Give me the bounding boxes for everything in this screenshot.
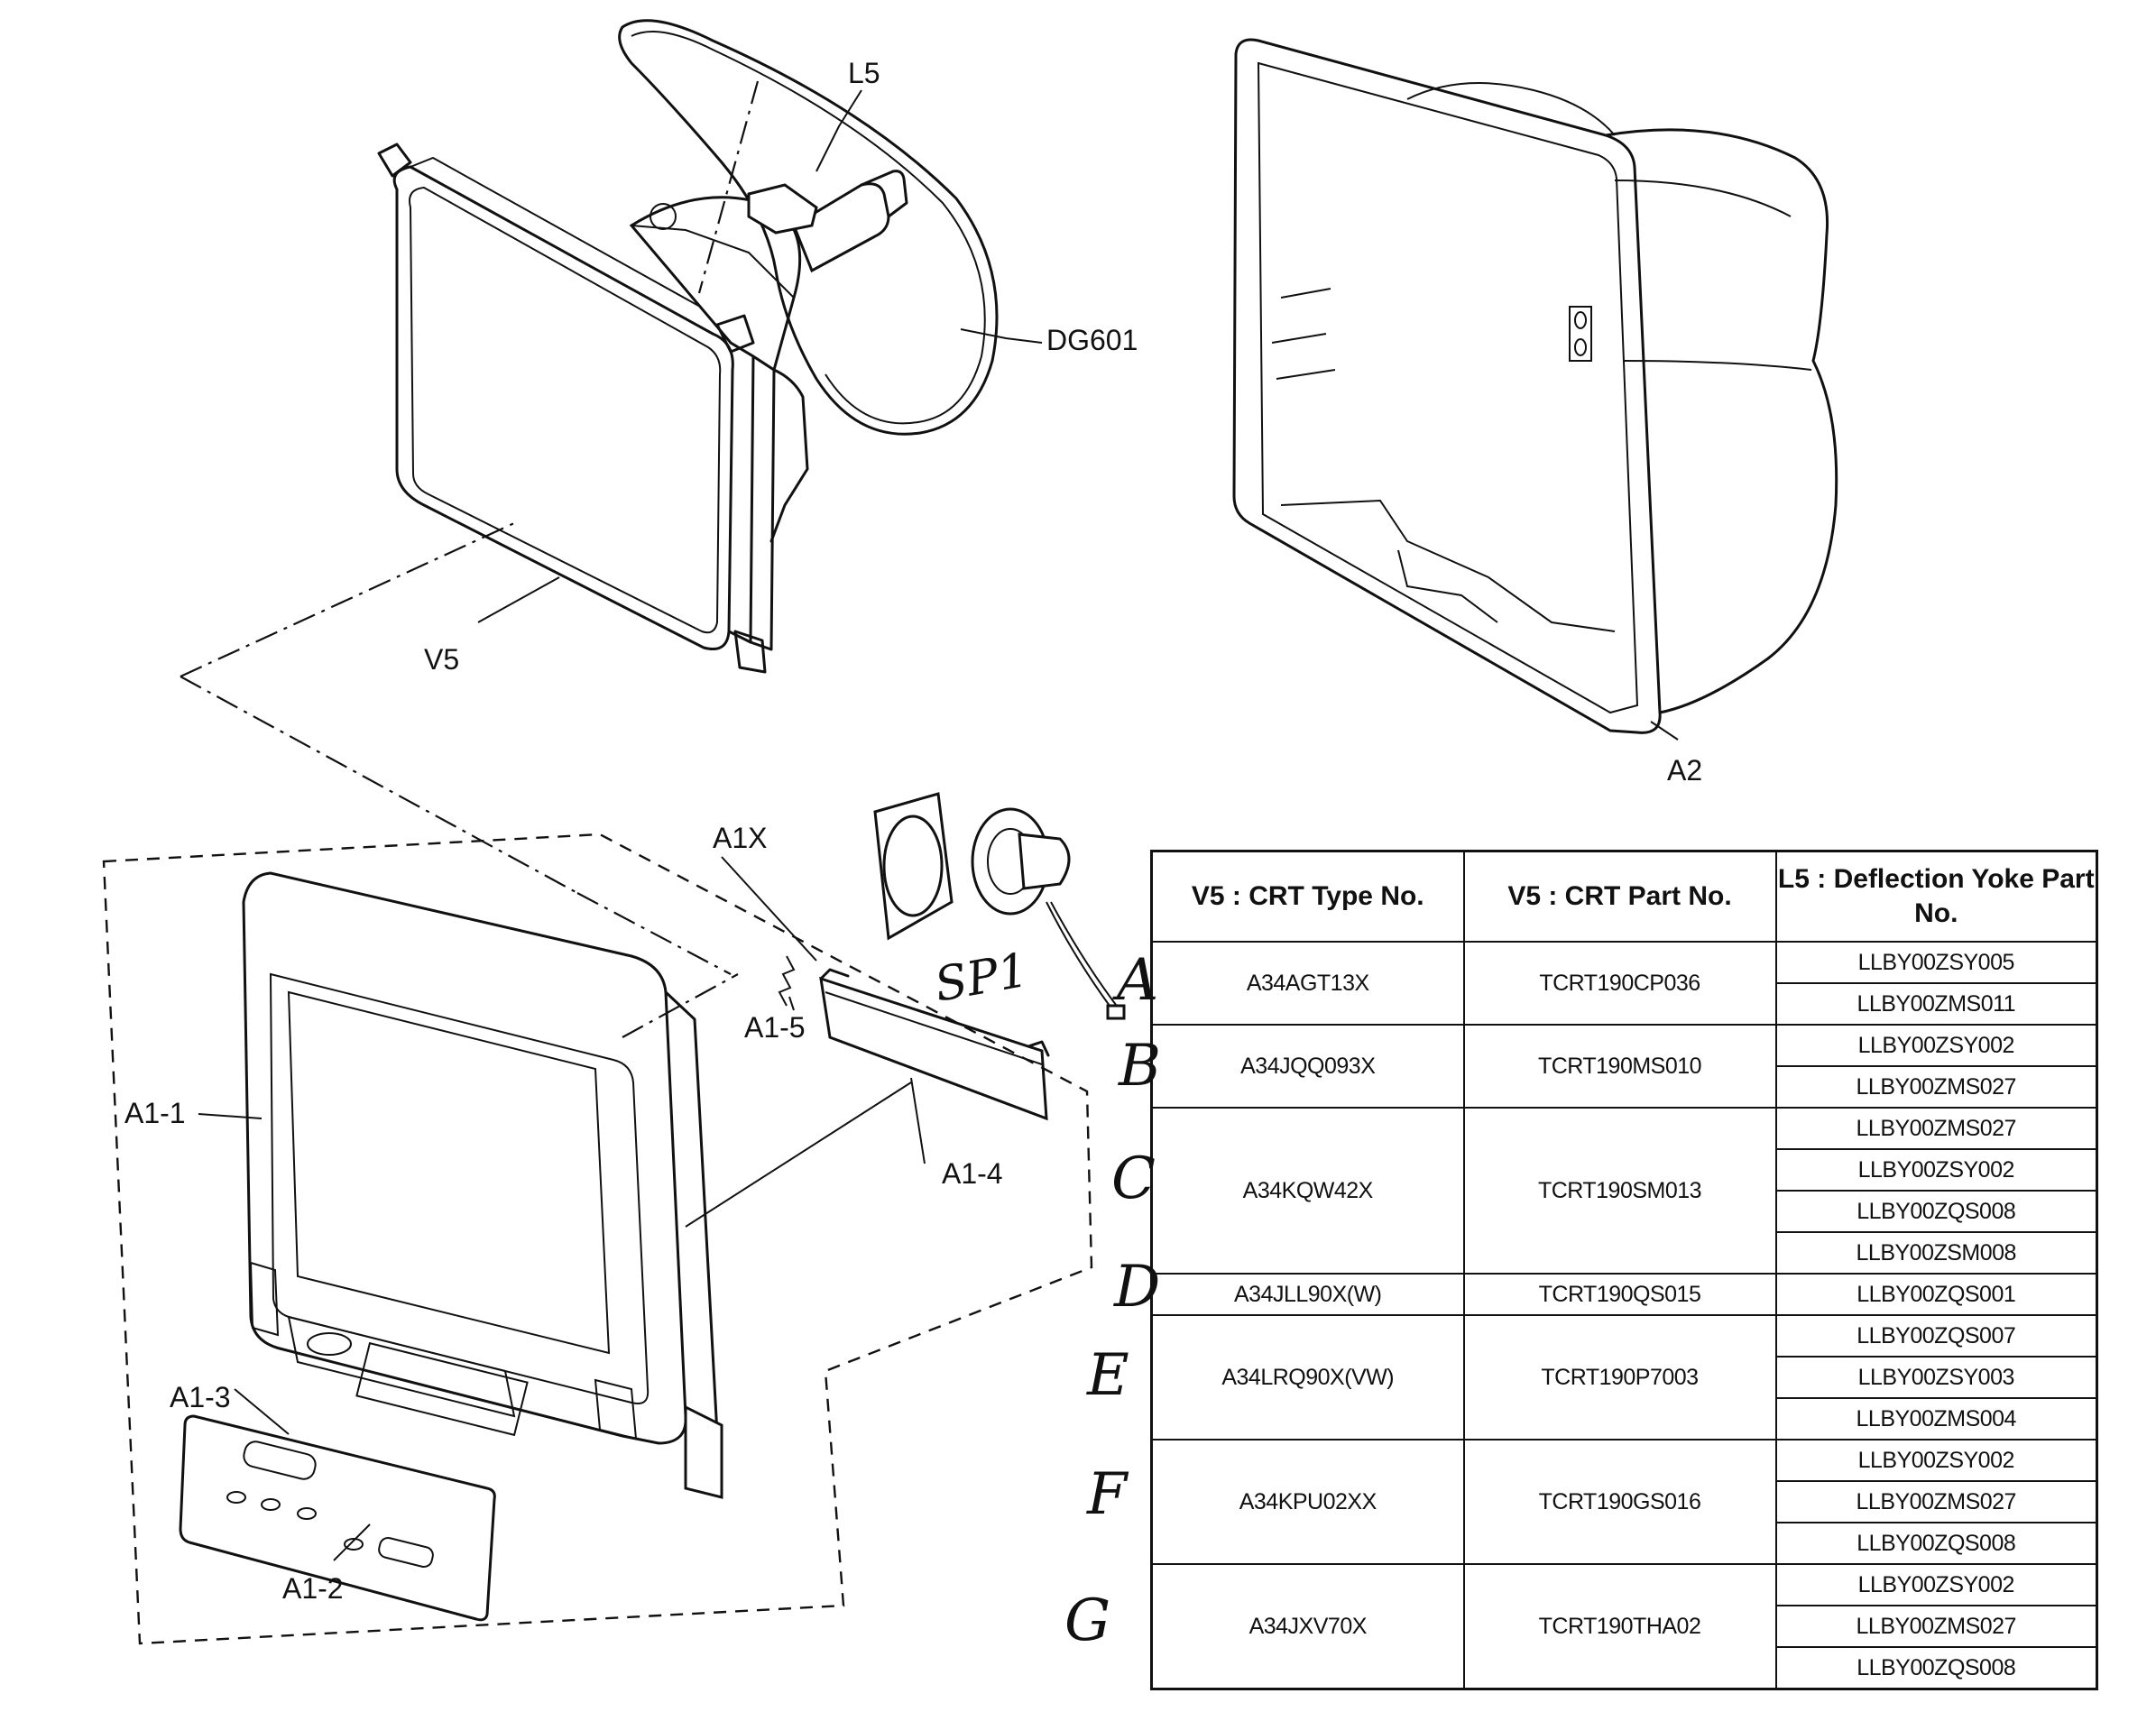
callout-l5: L5 [848,57,880,89]
crt-alignment-line-3 [697,80,760,294]
callout-a1-4: A1-4 [942,1157,1003,1190]
yoke-part-cell: LLBY00ZQS008 [1774,1190,2098,1233]
crt-type-cell: A34KPU02XX [1150,1439,1465,1565]
yoke-part-cell: LLBY00ZMS027 [1774,1605,2098,1648]
degauss-coil-drawing [618,19,999,436]
yoke-part-cell: LLBY00ZSY005 [1774,941,2098,984]
table-row: LLBY00ZSY002 [1152,1148,2098,1192]
crt-parts-table: V5 : CRT Type No. V5 : CRT Part No. L5 :… [1150,850,2098,1690]
crt-alignment-line [180,676,578,894]
yoke-part-cell: LLBY00ZSY002 [1774,1563,2098,1606]
bracket-drawing [778,955,1050,1121]
table-row: LLBY00ZQS008 [1152,1646,2098,1690]
crt-part-cell: TCRT190GS016 [1462,1439,1777,1565]
leader-lines [198,89,1679,1561]
table-row: A34KQW42X TCRT190SM013 LLBY00ZMS027 [1150,1107,2098,1275]
table-row: LLBY00ZSY003 [1152,1356,2098,1399]
yoke-part-cell: LLBY00ZSY003 [1774,1356,2098,1399]
crt-part-cell: TCRT190THA02 [1462,1563,1777,1690]
callout-dg601: DG601 [1046,324,1138,356]
crt-part-cell: TCRT190MS010 [1462,1024,1777,1109]
yoke-part-cell: LLBY00ZSM008 [1774,1231,2098,1275]
header-crt-part: V5 : CRT Part No. [1462,850,1777,943]
table-row: LLBY00ZMS004 [1152,1397,2098,1440]
yoke-part-cell: LLBY00ZMS027 [1774,1107,2098,1150]
yoke-part-cell: LLBY00ZSY002 [1774,1024,2098,1067]
crt-type-cell: A34JLL90X(W) [1150,1273,1465,1316]
table-row: LLBY00ZMS027 [1152,1605,2098,1648]
header-crt-type: V5 : CRT Type No. [1150,850,1465,943]
crt-type-cell: A34AGT13X [1150,941,1465,1026]
table-row: A34JLL90X(W) TCRT190QS015 LLBY00ZQS001 [1150,1273,2098,1316]
callout-a1-5: A1-5 [744,1011,806,1044]
group-letter-e: E [1086,1342,1129,1409]
callout-a1x: A1X [713,822,767,854]
crt-alignment-line-4 [576,892,732,975]
yoke-part-cell: LLBY00ZSY002 [1774,1439,2098,1482]
callout-a2: A2 [1667,754,1702,787]
header-yoke-part: L5 : Deflection Yoke Part No. [1774,850,2098,943]
speaker-drawing [873,792,1126,1020]
crt-type-cell: A34JXV70X [1150,1563,1465,1690]
yoke-part-cell: LLBY00ZMS004 [1774,1397,2098,1440]
crt-type-cell: A34JQQ093X [1150,1024,1465,1109]
yoke-part-cell: LLBY00ZMS011 [1774,982,2098,1026]
yoke-part-cell: LLBY00ZQS008 [1774,1646,2098,1690]
callout-v5: V5 [424,643,459,676]
table-row: LLBY00ZMS011 [1152,982,2098,1026]
table-row: LLBY00ZQS008 [1152,1190,2098,1233]
group-letter-c: C [1111,1146,1156,1212]
table-row: A34KPU02XX TCRT190GS016 LLBY00ZSY002 [1150,1439,2098,1565]
crt-type-cell: A34LRQ90X(VW) [1150,1314,1465,1440]
table-row: A34JQQ093X TCRT190MS010 LLBY00ZSY002 [1150,1024,2098,1109]
yoke-part-cell: LLBY00ZSY002 [1774,1148,2098,1192]
cabinet-assembly-boundary [102,833,1093,1645]
table-row: LLBY00ZMS027 [1152,1065,2098,1109]
callout-a1-3: A1-3 [170,1381,231,1413]
table-row: LLBY00ZMS027 [1152,1480,2098,1523]
control-panel-drawing [179,1414,496,1622]
crt-alignment-line-5 [622,973,739,1038]
table-header-row: V5 : CRT Type No. V5 : CRT Part No. L5 :… [1150,850,2098,943]
yoke-part-cell: LLBY00ZQS007 [1774,1314,2098,1358]
crt-tube-drawing [377,143,908,674]
callout-sp1: SP1 [931,943,1033,1013]
callout-a1-2: A1-2 [282,1572,344,1605]
group-letter-f: F [1086,1461,1129,1528]
crt-part-cell: TCRT190P7003 [1462,1314,1777,1440]
yoke-part-cell: LLBY00ZMS027 [1774,1480,2098,1523]
front-cabinet-drawing [242,871,723,1499]
yoke-part-cell: LLBY00ZQS008 [1774,1522,2098,1565]
yoke-part-cell: LLBY00ZMS027 [1774,1065,2098,1109]
back-cabinet-drawing [1232,38,1838,734]
table-row: LLBY00ZSM008 [1152,1231,2098,1275]
table-row: A34JXV70X TCRT190THA02 LLBY00ZSY002 [1150,1563,2098,1690]
crt-alignment-line-2 [180,522,515,677]
table-row: A34AGT13X TCRT190CP036 LLBY00ZSY005 [1150,941,2098,1026]
yoke-part-cell: LLBY00ZQS001 [1774,1273,2098,1316]
callout-a1-1: A1-1 [124,1097,186,1129]
group-letter-g: G [1064,1588,1110,1654]
table-row: LLBY00ZQS008 [1152,1522,2098,1565]
crt-type-cell: A34KQW42X [1150,1107,1465,1275]
crt-part-cell: TCRT190QS015 [1462,1273,1777,1316]
crt-part-cell: TCRT190SM013 [1462,1107,1777,1275]
crt-part-cell: TCRT190CP036 [1462,941,1777,1026]
table-row: A34LRQ90X(VW) TCRT190P7003 LLBY00ZQS007 [1150,1314,2098,1440]
